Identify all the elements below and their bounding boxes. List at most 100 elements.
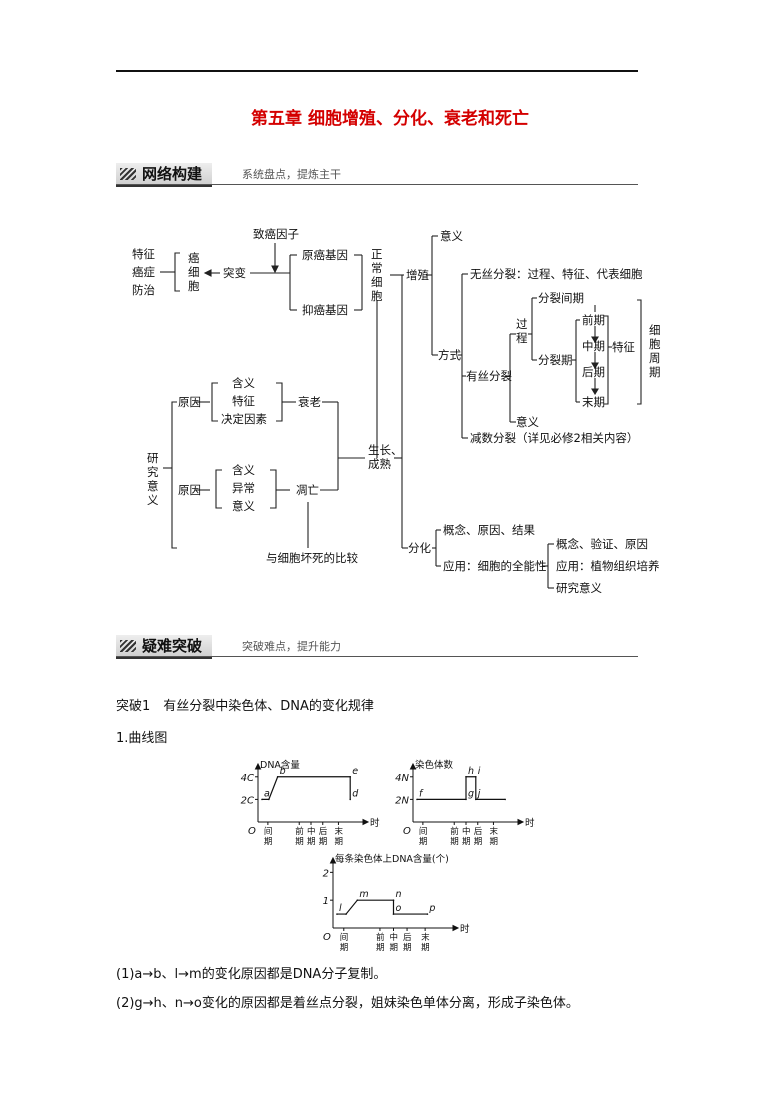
cause-label: 原因: [178, 483, 201, 497]
data-point: [426, 913, 429, 915]
vertical-char: 胞: [649, 337, 661, 351]
category-label: 前: [450, 826, 459, 837]
cancer-aspect: 防治: [132, 283, 155, 297]
category-label: 期: [334, 837, 343, 847]
stage-label: 末期: [582, 395, 605, 409]
vertical-char: 胞: [371, 289, 383, 303]
point-label: e: [352, 766, 358, 777]
death-item: 异常: [232, 481, 255, 495]
interphase-label: 分裂间期: [538, 291, 584, 305]
cause-label: 原因: [178, 395, 201, 409]
category-label: 末: [421, 932, 430, 943]
category-label: 期: [462, 837, 471, 847]
y-tick-label: 2: [323, 868, 329, 879]
category-label: 期: [450, 837, 459, 847]
data-line: [417, 776, 506, 800]
y-axis-arrow: [409, 762, 417, 770]
point-label: f: [419, 788, 424, 799]
category-label: 期: [295, 837, 304, 847]
category-label: 前: [295, 826, 304, 837]
y-tick-label: 1: [323, 896, 329, 907]
vertical-char: 期: [649, 365, 661, 379]
y-axis-label: 每条染色体上DNA含量(个): [335, 853, 449, 865]
totipotency-item: 概念、验证、原因: [556, 537, 648, 551]
stage-label: 中期: [582, 339, 605, 353]
death-label: 凋亡: [296, 483, 319, 497]
section-tag: 网络构建: [116, 163, 213, 187]
category-label: 期: [421, 943, 430, 953]
data-point: [465, 798, 467, 801]
meaning-label: 意义: [440, 229, 463, 243]
x-axis-label: 时期: [370, 817, 380, 829]
x-axis-arrow: [362, 818, 370, 826]
y-axis-arrow: [329, 856, 337, 864]
dna-content-chart: 2C4CDNA含量时期O间期前期中期后期末期abed: [241, 759, 380, 847]
vertical-char: 细: [371, 275, 383, 289]
category-label: 末: [334, 826, 343, 837]
y-tick-label: 2C: [241, 795, 254, 806]
aging-item: 特征: [232, 394, 255, 408]
page-title: 第五章 细胞增殖、分化、衰老和死亡: [251, 109, 529, 129]
category-label: 后: [319, 826, 328, 837]
stripes-icon: [120, 168, 136, 180]
origin-label: O: [323, 932, 331, 943]
data-point: [504, 798, 506, 801]
vertical-char: 过: [516, 317, 528, 331]
point-label: n: [396, 889, 402, 900]
stage-label: 后期: [582, 365, 605, 379]
vertical-char: 癌: [188, 251, 200, 265]
y-axis-label: 染色体数: [415, 759, 454, 771]
aging-item: 决定因素: [221, 412, 267, 426]
suppressor-gene-label: 抑癌基因: [302, 303, 348, 317]
point-label: d: [352, 788, 359, 799]
point-label: h: [468, 766, 474, 777]
category-label: 期: [474, 837, 483, 847]
vertical-char: 义: [147, 493, 159, 507]
top-rule: [116, 70, 638, 72]
y-axis-arrow: [254, 762, 262, 770]
aging-label: 衰老: [298, 395, 321, 409]
category-label: 中: [307, 826, 316, 837]
data-point: [276, 775, 279, 778]
section-subtitle: 系统盘点，提炼主干: [242, 168, 341, 181]
diff-item: 概念、原因、结果: [443, 523, 535, 537]
cancer-aspect: 癌症: [132, 265, 155, 279]
point-label: l: [339, 903, 342, 914]
vertical-char: 细: [188, 265, 200, 279]
vertical-char: 常: [371, 261, 383, 275]
totipotency-item: 研究意义: [556, 581, 602, 595]
data-point: [349, 798, 351, 801]
category-label: 期: [489, 837, 498, 847]
mitosis-meaning-label: 意义: [516, 415, 539, 429]
category-label: 期: [376, 943, 385, 953]
point-label: b: [280, 766, 286, 777]
point-label: j: [476, 788, 481, 799]
section-rule: [116, 656, 638, 657]
section-header-difficult: 疑难突破 突破难点，提升能力: [116, 635, 638, 659]
section-subtitle: 突破难点，提升能力: [242, 640, 341, 653]
category-label: 期: [403, 943, 412, 953]
point-label: p: [428, 903, 435, 914]
category-label: 期: [307, 837, 316, 847]
data-point: [465, 775, 467, 778]
chromosome-number-chart: 2N4N染色体数时期O间期前期中期后期末期fghij: [395, 759, 535, 847]
x-axis-label: 时期: [525, 817, 535, 829]
stripes-icon: [120, 640, 136, 652]
note-2: (2)g→h、n→o变化的原因都是着丝点分裂，姐妹染色单体分离，形成子染色体。: [116, 996, 579, 1011]
data-point: [268, 798, 270, 801]
y-axis-label: DNA含量: [260, 759, 300, 771]
point-label: o: [396, 903, 402, 914]
death-item: 含义: [232, 463, 255, 477]
mutation-label: 突变: [223, 266, 246, 280]
proliferation-label: 增殖: [406, 268, 429, 282]
data-point: [392, 899, 395, 901]
carcinogen-label: 致癌因子: [253, 227, 299, 241]
y-tick-label: 2N: [395, 795, 409, 806]
growth-label: 成熟: [368, 457, 391, 471]
section-label: 疑难突破: [142, 637, 203, 655]
compare-label: 与细胞坏死的比较: [266, 551, 358, 565]
category-label: 中: [462, 826, 471, 837]
vertical-char: 研: [147, 451, 159, 465]
vertical-char: 细: [649, 323, 661, 337]
